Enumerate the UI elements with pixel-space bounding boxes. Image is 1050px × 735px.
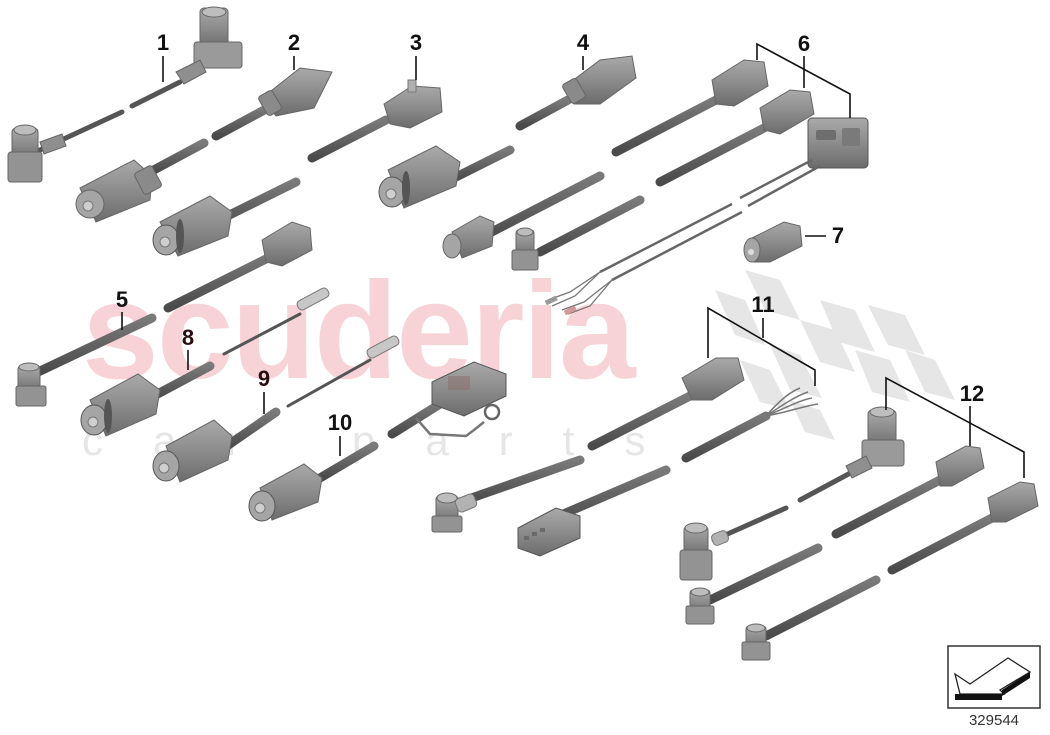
part-11-cable-b[interactable] xyxy=(517,387,819,557)
callout-10[interactable]: 10 xyxy=(327,410,353,435)
callout-12[interactable]: 12 xyxy=(959,381,985,406)
callout-2[interactable]: 2 xyxy=(287,30,301,55)
callout-3[interactable]: 3 xyxy=(409,30,423,55)
callout-5[interactable]: 5 xyxy=(115,287,129,312)
callout-7[interactable]: 7 xyxy=(831,223,845,248)
part-10-cable[interactable] xyxy=(248,361,507,522)
diagram-reference-number: 329544 xyxy=(968,712,1020,729)
part-5-cable[interactable] xyxy=(15,221,313,407)
arrow-direction-icon xyxy=(947,645,1041,709)
callout-6[interactable]: 6 xyxy=(797,31,811,56)
part-4-cable[interactable] xyxy=(378,55,637,209)
part-9-cable[interactable] xyxy=(152,335,400,483)
part-7-connector[interactable] xyxy=(743,221,803,263)
part-3-cable[interactable] xyxy=(152,79,443,257)
callout-8[interactable]: 8 xyxy=(181,325,195,350)
callout-4[interactable]: 4 xyxy=(576,30,590,55)
callout-1[interactable]: 1 xyxy=(156,30,170,55)
part-8-cable[interactable] xyxy=(80,287,330,437)
part-6-plug-housing[interactable] xyxy=(544,117,869,316)
part-2-cable[interactable] xyxy=(75,67,333,223)
part-1-cable[interactable] xyxy=(7,6,243,183)
callout-9[interactable]: 9 xyxy=(257,366,271,391)
callout-11[interactable]: 11 xyxy=(751,292,775,317)
part-12-cable-c[interactable] xyxy=(741,481,1039,661)
part-12-cable-b[interactable] xyxy=(685,445,985,625)
part-6-cable-b[interactable] xyxy=(511,89,815,271)
part-6-cable-a[interactable] xyxy=(442,59,769,259)
part-12-cable-a[interactable] xyxy=(679,406,905,581)
part-11-cable-a[interactable] xyxy=(431,357,745,533)
leader-lines xyxy=(121,42,1025,478)
